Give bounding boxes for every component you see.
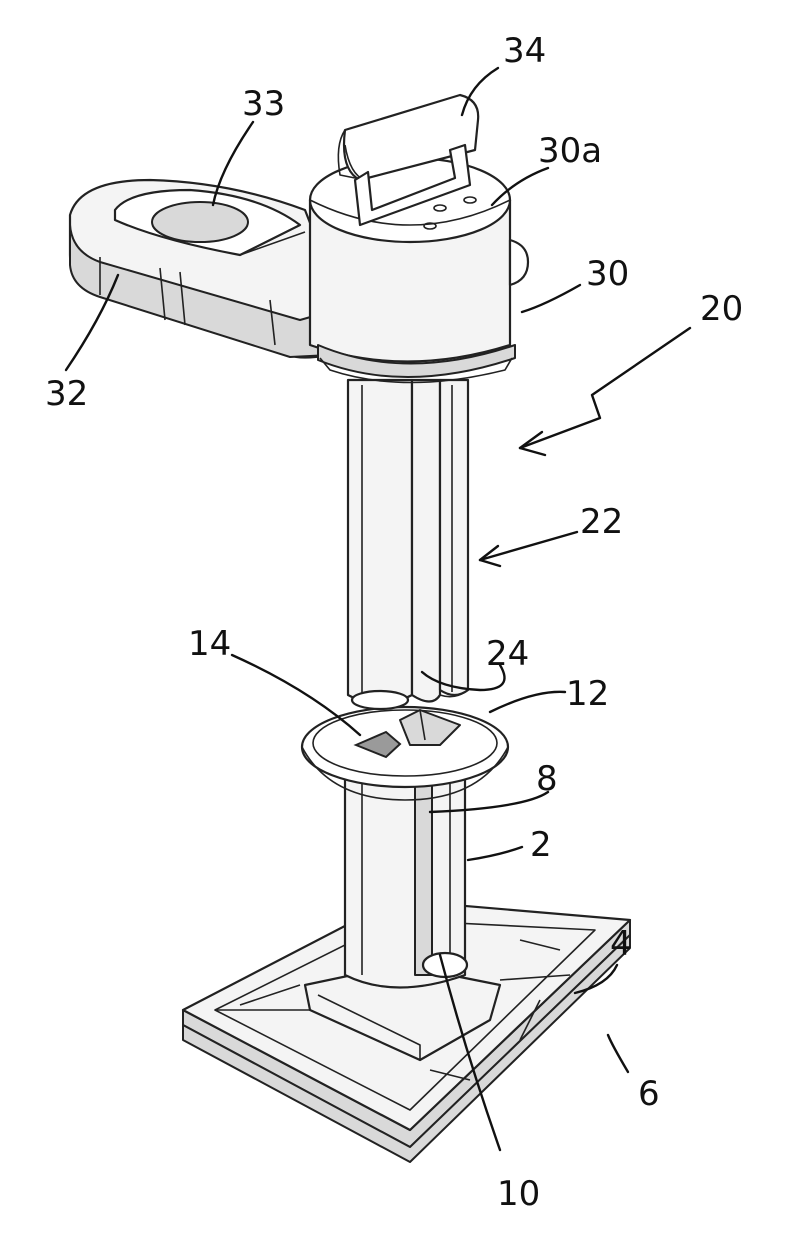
lower-column bbox=[343, 773, 469, 989]
upper-column bbox=[346, 378, 470, 711]
label-33: 33 bbox=[242, 84, 285, 124]
leader-lines bbox=[64, 66, 692, 1152]
label-24: 24 bbox=[486, 634, 529, 674]
label-22: 22 bbox=[580, 502, 623, 542]
label-10: 10 bbox=[497, 1174, 540, 1214]
label-32: 32 bbox=[45, 374, 88, 414]
head-unit bbox=[68, 93, 530, 384]
label-2: 2 bbox=[530, 825, 552, 865]
label-8: 8 bbox=[536, 759, 558, 799]
label-34: 34 bbox=[503, 31, 546, 71]
label-14: 14 bbox=[188, 624, 231, 664]
label-30a: 30a bbox=[538, 131, 602, 171]
label-6: 6 bbox=[638, 1074, 660, 1114]
label-4: 4 bbox=[610, 924, 632, 964]
label-12: 12 bbox=[566, 674, 609, 714]
dish bbox=[300, 705, 510, 801]
label-20: 20 bbox=[700, 289, 743, 329]
label-30: 30 bbox=[586, 254, 629, 294]
reference-labels: 34 33 30a 30 20 32 22 14 24 12 8 2 4 6 1… bbox=[45, 31, 743, 1214]
